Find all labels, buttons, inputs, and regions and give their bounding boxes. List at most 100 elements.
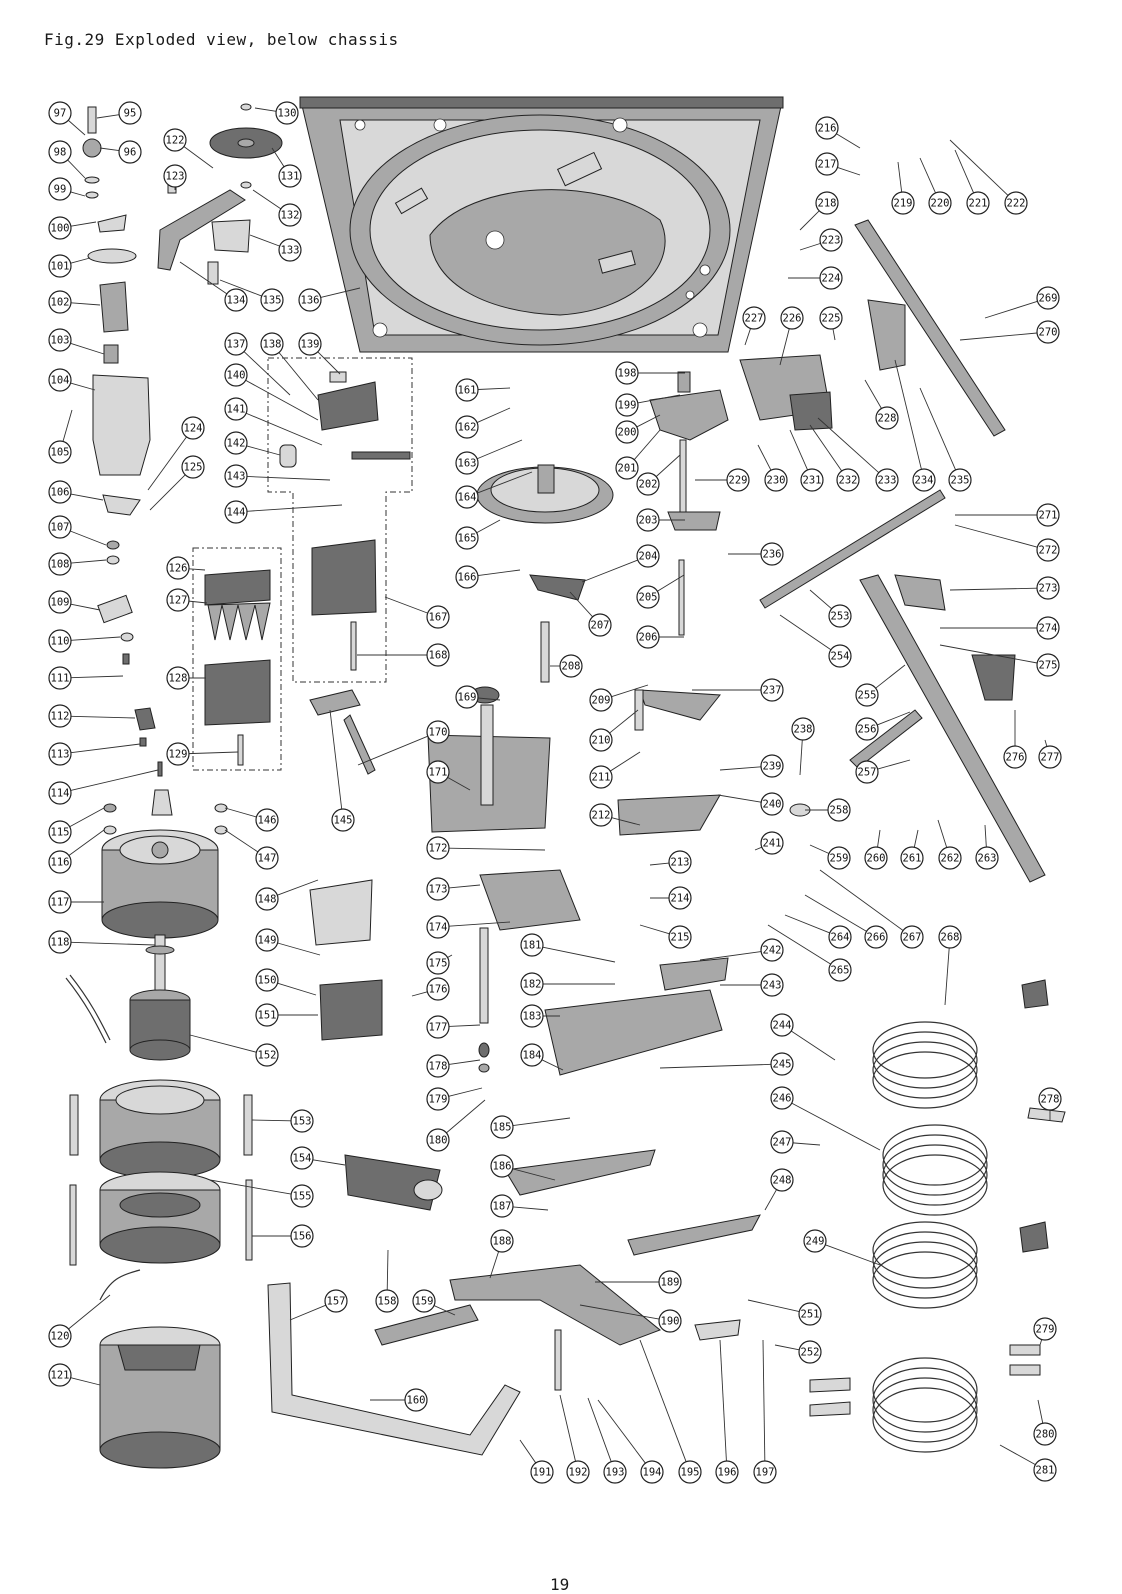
leader-line-141: [245, 412, 323, 446]
callout-circle-161: [455, 378, 479, 402]
callout-circle-126: [166, 556, 190, 580]
callout-277: 277: [1038, 745, 1062, 769]
callout-circle-236: [760, 542, 784, 566]
callout-140: 140: [224, 363, 248, 387]
callout-circle-281: [1033, 1458, 1057, 1482]
callout-210: 210: [589, 728, 613, 752]
callout-number-217: 217: [818, 159, 837, 171]
leader-line-215: [639, 924, 670, 935]
callout-circle-195: [678, 1460, 702, 1484]
callout-148: 148: [255, 887, 279, 911]
leader-line-99: [70, 191, 86, 197]
callout-281: 281: [1033, 1458, 1057, 1482]
leader-line-103: [70, 342, 105, 355]
callout-circle-154: [290, 1146, 314, 1170]
leader-line-100: [70, 221, 97, 227]
callout-number-96: 96: [124, 147, 137, 159]
callout-circle-225: [819, 306, 843, 330]
callout-number-234: 234: [915, 475, 934, 487]
callout-number-247: 247: [773, 1137, 792, 1149]
leader-line-132: [252, 189, 282, 210]
callout-circle-184: [520, 1043, 544, 1067]
callout-circle-274: [1036, 616, 1060, 640]
callout-201: 201: [615, 456, 639, 480]
callout-circle-228: [875, 406, 899, 430]
leader-line-254: [779, 614, 832, 651]
callout-215: 215: [668, 925, 692, 949]
leader-line-213: [649, 862, 670, 866]
callout-150: 150: [255, 968, 279, 992]
callout-number-246: 246: [773, 1093, 792, 1105]
callout-154: 154: [290, 1146, 314, 1170]
callout-272: 272: [1036, 538, 1060, 562]
callout-number-242: 242: [763, 945, 782, 957]
callout-number-170: 170: [429, 727, 448, 739]
callout-162: 162: [455, 415, 479, 439]
callout-number-164: 164: [458, 492, 477, 504]
callout-number-183: 183: [523, 1011, 542, 1023]
leader-line-124: [147, 436, 187, 491]
callout-circle-99: [48, 177, 72, 201]
callout-number-161: 161: [458, 385, 477, 397]
callout-circle-183: [520, 1004, 544, 1028]
callout-number-237: 237: [763, 685, 782, 697]
callout-circle-172: [426, 836, 450, 860]
callout-circle-118: [48, 930, 72, 954]
callout-216: 216: [815, 116, 839, 140]
callout-number-181: 181: [523, 940, 542, 952]
callout-circle-243: [760, 973, 784, 997]
callout-number-154: 154: [293, 1153, 312, 1165]
callout-circle-121: [48, 1363, 72, 1387]
callout-number-95: 95: [124, 108, 137, 120]
callout-207: 207: [588, 613, 612, 637]
leader-line-275: [939, 644, 1038, 664]
callout-circle-103: [48, 328, 72, 352]
callout-circle-215: [668, 925, 692, 949]
leader-line-197: [762, 1339, 766, 1462]
callout-262: 262: [938, 846, 962, 870]
callout-number-130: 130: [278, 108, 297, 120]
leader-line-240: [717, 794, 762, 803]
callout-number-252: 252: [801, 1347, 820, 1359]
callout-number-231: 231: [803, 475, 822, 487]
callout-circle-142: [224, 431, 248, 455]
callout-180: 180: [426, 1128, 450, 1152]
callout-circle-163: [455, 451, 479, 475]
callout-number-108: 108: [51, 559, 70, 571]
callout-111: 111: [48, 666, 72, 690]
callout-number-202: 202: [639, 479, 658, 491]
callout-number-209: 209: [592, 695, 611, 707]
callout-circle-169: [455, 685, 479, 709]
callout-circle-115: [48, 820, 72, 844]
callout-number-165: 165: [458, 533, 477, 545]
callout-circle-165: [455, 526, 479, 550]
leader-line-137: [243, 351, 291, 396]
callout-number-268: 268: [941, 932, 960, 944]
callout-number-124: 124: [184, 423, 203, 435]
callout-number-221: 221: [969, 198, 988, 210]
callout-circle-239: [760, 754, 784, 778]
callout-159: 159: [412, 1289, 436, 1313]
callout-circle-145: [331, 808, 355, 832]
callout-number-123: 123: [166, 171, 185, 183]
leader-line-174: [448, 921, 511, 927]
callout-number-106: 106: [51, 487, 70, 499]
callout-circle-219: [891, 191, 915, 215]
callout-number-270: 270: [1039, 327, 1058, 339]
callout-number-232: 232: [839, 475, 858, 487]
callout-circle-179: [426, 1087, 450, 1111]
leader-line-170: [357, 735, 429, 766]
callout-276: 276: [1003, 745, 1027, 769]
callout-number-278: 278: [1041, 1094, 1060, 1106]
callout-circle-201: [615, 456, 639, 480]
cord-coils: [809, 979, 1066, 1453]
leader-line-186: [512, 1168, 556, 1181]
leader-line-209: [611, 684, 649, 698]
callout-number-206: 206: [639, 632, 658, 644]
callout-103: 103: [48, 328, 72, 352]
leader-line-139: [317, 351, 341, 375]
callout-circle-148: [255, 887, 279, 911]
leader-line-235: [919, 387, 957, 471]
leader-line-192: [559, 1394, 576, 1462]
callout-132: 132: [278, 203, 302, 227]
